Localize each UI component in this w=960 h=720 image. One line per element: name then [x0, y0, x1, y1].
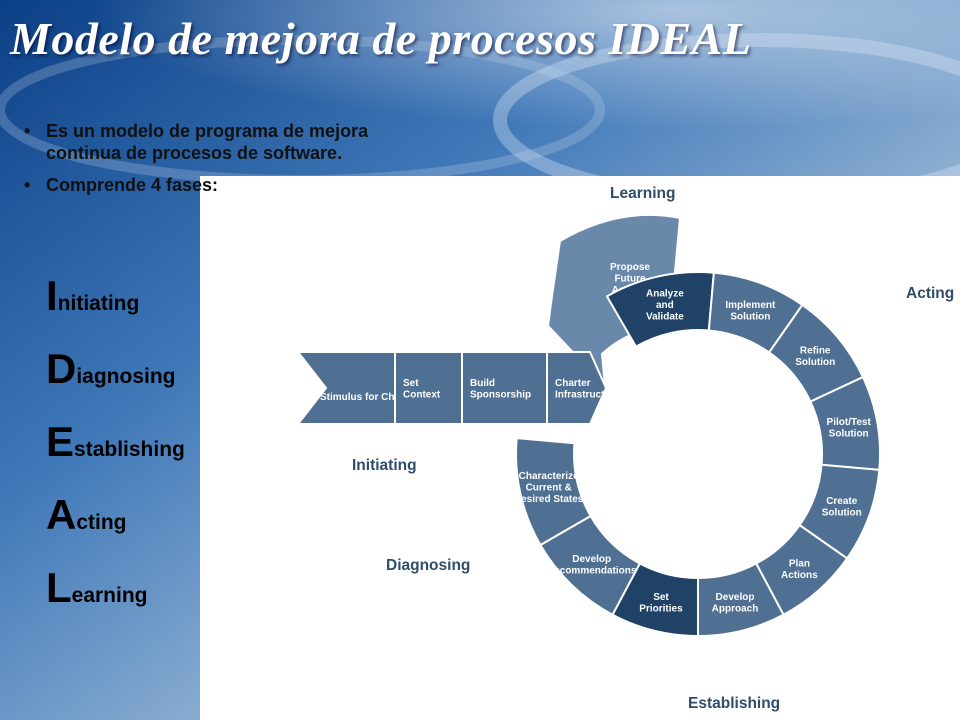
phase-rest: iagnosing — [76, 365, 176, 388]
ideal-acronym-list: Initiating Diagnosing Establishing Actin… — [46, 272, 185, 637]
phase-learning: Learning — [46, 564, 185, 637]
ring-step-segment — [515, 437, 592, 547]
phase-label-establishing: Establishing — [688, 695, 780, 712]
bullet-item: • Es un modelo de programa de mejora cont… — [22, 120, 402, 164]
phase-rest: stablishing — [74, 438, 185, 461]
bullet-dot-icon: • — [24, 175, 31, 195]
phase-label-acting: Acting — [906, 285, 954, 302]
phase-initial: A — [46, 491, 77, 538]
phase-initial: E — [46, 418, 75, 465]
phase-label-learning: Learning — [610, 185, 675, 202]
phase-rest: earning — [71, 584, 148, 607]
phase-initial: L — [46, 564, 72, 611]
phase-label-diagnosing: Diagnosing — [386, 557, 470, 574]
phase-rest: cting — [76, 511, 127, 534]
phase-label-initiating: Initiating — [352, 457, 417, 474]
phase-establishing: Establishing — [46, 418, 185, 491]
bullet-dot-icon: • — [24, 121, 31, 141]
phase-diagnosing: Diagnosing — [46, 345, 185, 418]
phase-acting: Acting — [46, 491, 185, 564]
bullet-text: Es un modelo de programa de mejora conti… — [46, 121, 369, 163]
ideal-cycle-diagram: ProposeFutureActionsAnalyzeandValidateIm… — [295, 185, 954, 712]
phase-initiating: Initiating — [46, 272, 185, 345]
bullet-list: • Es un modelo de programa de mejora cont… — [22, 120, 402, 206]
initiating-step-segment — [546, 351, 608, 425]
bullet-text: Comprende 4 fases: — [46, 175, 219, 195]
phase-initial: D — [46, 345, 77, 392]
phase-rest: nitiating — [57, 292, 140, 315]
slide-title: Modelo de mejora de procesos IDEAL — [10, 13, 752, 64]
stimulus-label: Stimulus for Change — [320, 392, 418, 403]
phase-initial: I — [46, 272, 58, 319]
bullet-item: • Comprende 4 fases: — [22, 174, 402, 196]
stimulus-arrow — [295, 351, 396, 425]
